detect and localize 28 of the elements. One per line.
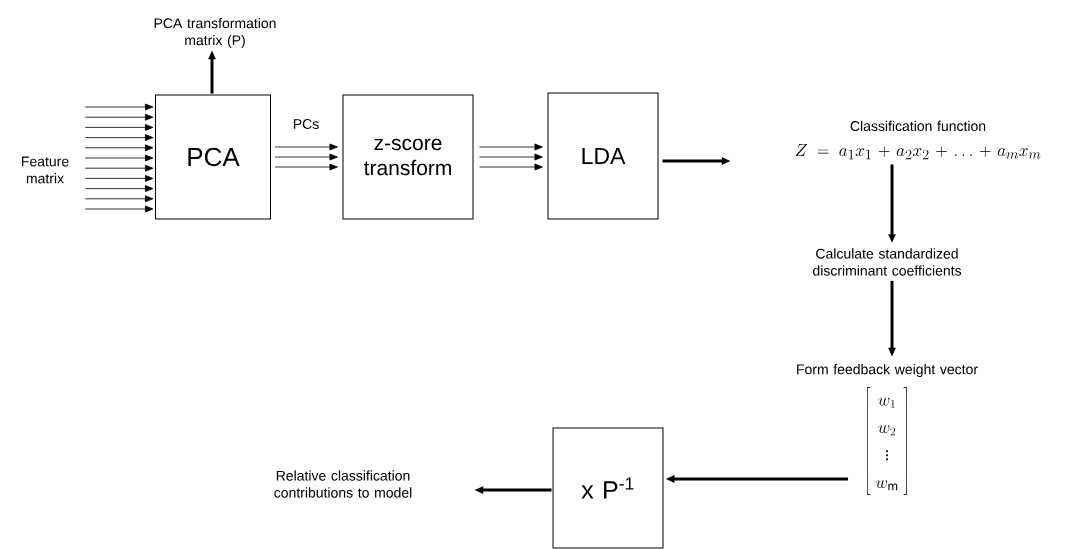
arrow	[479, 153, 543, 161]
process-box: LDA	[547, 92, 659, 220]
arrow	[84, 205, 154, 213]
arrow	[84, 124, 154, 131]
function-text: Classification function $Z = a_1 x_1 + a_2 x_2 + \ldots + a_m x_m$	[795, 120, 1041, 160]
text-label: Relative classification contributions to model	[274, 470, 412, 498]
arrow	[84, 195, 154, 203]
text-label: Feature matrix	[22, 156, 69, 184]
vector-text: Form feedback weight vector $\left[\begin{array}{c} w_1 \\ w_2 \\ \vdots \\ w_{\mathrm{m}} \end{array}\right]$	[797, 364, 978, 496]
edge-label: PCs	[291, 118, 321, 130]
arrow	[274, 153, 338, 161]
text-label: PCA transformation matrix (P)	[154, 18, 276, 48]
arrow	[84, 103, 154, 111]
arrow	[84, 134, 154, 141]
arrow	[84, 113, 154, 121]
process-box: z-score transform	[342, 94, 474, 220]
arrow	[84, 164, 154, 172]
arrow	[274, 143, 338, 151]
arrow	[274, 163, 338, 171]
arrow	[479, 163, 543, 171]
arrow	[84, 144, 154, 152]
process-box: x P$^{-1}$	[552, 427, 664, 549]
process-box: PCA	[155, 94, 271, 220]
arrow	[84, 185, 154, 192]
arrow	[84, 175, 154, 182]
arrow	[84, 154, 154, 162]
text-label: Calculate standardized discriminant coefficients	[813, 248, 962, 276]
arrow	[479, 143, 543, 151]
